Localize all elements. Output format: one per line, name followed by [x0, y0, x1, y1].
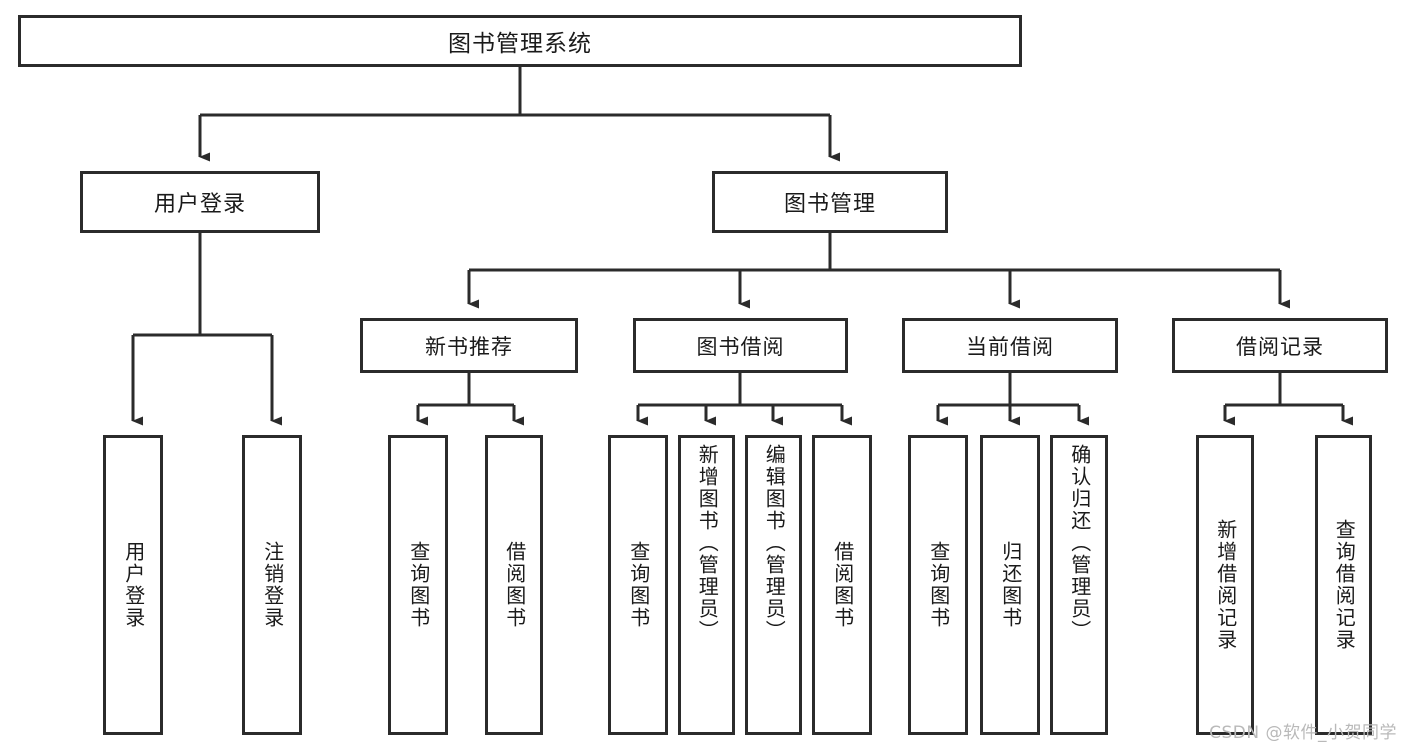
node-label: 新增图书（管理员）: [695, 444, 720, 642]
node-label: 注销登录: [260, 541, 285, 629]
node-leaf-query-book-recommend[interactable]: 查询图书: [388, 435, 448, 735]
node-label: 归还图书: [998, 541, 1023, 629]
node-leaf-borrow-book-recommend[interactable]: 借阅图书: [485, 435, 543, 735]
node-label: 编辑图书（管理员）: [762, 444, 787, 642]
node-label: 图书借阅: [696, 334, 785, 359]
node-leaf-confirm-return-admin[interactable]: 确认归还（管理员）: [1050, 435, 1108, 735]
node-label: 图书管理: [783, 192, 876, 217]
node-label: 查询图书: [926, 541, 951, 629]
node-label: 借阅图书: [830, 541, 855, 629]
node-leaf-query-book-borrow[interactable]: 查询图书: [608, 435, 668, 735]
node-leaf-return-book[interactable]: 归还图书: [980, 435, 1040, 735]
node-label: 新增借阅记录: [1213, 519, 1238, 651]
node-leaf-query-book-current[interactable]: 查询图书: [908, 435, 968, 735]
node-leaf-query-borrow-record[interactable]: 查询借阅记录: [1315, 435, 1372, 735]
node-label: 新书推荐: [425, 334, 513, 359]
node-label: 查询图书: [626, 541, 651, 629]
node-leaf-user-login[interactable]: 用户登录: [103, 435, 163, 735]
node-leaf-borrow-book[interactable]: 借阅图书: [812, 435, 872, 735]
node-book-management-system[interactable]: 图书管理系统: [18, 15, 1022, 67]
node-leaf-add-borrow-record[interactable]: 新增借阅记录: [1196, 435, 1254, 735]
node-new-book-recommend[interactable]: 新书推荐: [360, 318, 578, 373]
node-book-management[interactable]: 图书管理: [712, 171, 948, 233]
node-borrow-record[interactable]: 借阅记录: [1172, 318, 1388, 373]
node-label: 借阅图书: [502, 541, 527, 629]
node-label: 借阅记录: [1236, 334, 1324, 359]
node-current-borrow[interactable]: 当前借阅: [902, 318, 1118, 373]
node-label: 用户登录: [153, 192, 246, 217]
node-leaf-user-logout[interactable]: 注销登录: [242, 435, 302, 735]
node-label: 查询借阅记录: [1332, 519, 1357, 651]
node-label: 当前借阅: [966, 334, 1054, 359]
node-leaf-edit-book-admin[interactable]: 编辑图书（管理员）: [745, 435, 802, 735]
node-label: 查询图书: [406, 541, 431, 629]
watermark-text: CSDN @软件_小贺同学: [1209, 723, 1397, 743]
node-label: 图书管理系统: [448, 31, 592, 57]
node-book-borrow[interactable]: 图书借阅: [633, 318, 848, 373]
node-leaf-add-book-admin[interactable]: 新增图书（管理员）: [678, 435, 735, 735]
node-label: 确认归还（管理员）: [1067, 444, 1092, 642]
node-label: 用户登录: [121, 541, 146, 629]
node-user-login[interactable]: 用户登录: [80, 171, 320, 233]
